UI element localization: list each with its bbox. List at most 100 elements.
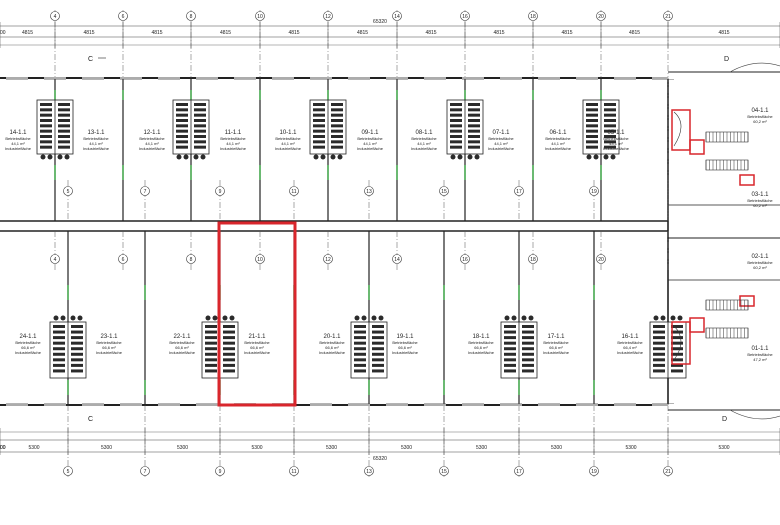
wc-block [172, 99, 210, 160]
svg-text:44,1 m²: 44,1 m² [551, 141, 565, 146]
structural-grid [54, 10, 669, 478]
grid-bubble: 14 [392, 11, 402, 21]
svg-text:15: 15 [441, 189, 447, 195]
top-bay-dimension: 4815 [629, 30, 640, 36]
top-bay-dimension: 4815 [151, 30, 162, 36]
section-marker-d-top: D [724, 56, 729, 63]
highlighted-unit-21-1-1[interactable] [217, 221, 297, 407]
svg-text:Industriefläche: Industriefläche [169, 350, 196, 355]
grid-bubble: 19 [589, 466, 599, 476]
svg-text:C: C [88, 416, 93, 423]
svg-text:Industriefläche: Industriefläche [220, 146, 247, 151]
grid-bubble: 18 [528, 254, 538, 264]
bottom-bay-dimension: 5300 [326, 445, 337, 451]
bottom-bay-dimension: 5300 [551, 445, 562, 451]
svg-text:66,6 m²: 66,6 m² [250, 345, 264, 350]
svg-text:44,1 m²: 44,1 m² [89, 141, 103, 146]
svg-text:Industriefläche: Industriefläche [543, 350, 570, 355]
grid-bubble: 9 [215, 466, 225, 476]
svg-text:19: 19 [591, 469, 597, 475]
svg-text:66,6 m²: 66,6 m² [474, 345, 488, 350]
svg-text:16: 16 [462, 257, 468, 263]
grid-bubble: 21 [663, 466, 673, 476]
svg-text:06-1.1: 06-1.1 [549, 130, 567, 136]
svg-text:14-1.1: 14-1.1 [9, 130, 27, 136]
svg-text:Industriefläche: Industriefläche [319, 350, 346, 355]
svg-text:02-1.1: 02-1.1 [751, 254, 769, 260]
svg-text:Industriefläche: Industriefläche [617, 350, 644, 355]
svg-text:5: 5 [67, 469, 70, 475]
wc-block [582, 99, 620, 160]
svg-text:Betriebsfläche: Betriebsfläche [411, 136, 437, 141]
svg-text:7: 7 [144, 189, 147, 195]
bottom-bay-dimension: 5300 [251, 445, 262, 451]
svg-text:12: 12 [325, 257, 331, 263]
bottom-bay-dimension: 5300 [625, 445, 636, 451]
svg-text:Betriebsfläche: Betriebsfläche [275, 136, 301, 141]
wc-block [49, 315, 87, 379]
svg-text:Betriebsfläche: Betriebsfläche [543, 340, 569, 345]
svg-text:4: 4 [54, 257, 57, 263]
grid-bubble: 20 [596, 254, 606, 264]
grid-bubble: 4 [50, 11, 60, 21]
wc-block [350, 315, 388, 379]
overall-dimension-bottom: 65320 [373, 456, 387, 462]
grid-bubble: 16 [460, 254, 470, 264]
svg-text:21: 21 [665, 469, 671, 475]
svg-text:66,6 m²: 66,6 m² [398, 345, 412, 350]
svg-text:13: 13 [366, 469, 372, 475]
grid-bubble: 12 [323, 11, 333, 21]
grid-bubble: 8 [186, 254, 196, 264]
svg-text:66,6 m²: 66,6 m² [549, 345, 563, 350]
svg-text:20: 20 [598, 257, 604, 263]
svg-text:Betriebsfläche: Betriebsfläche [5, 136, 31, 141]
svg-text:23-1.1: 23-1.1 [100, 334, 118, 340]
top-bay-dimension: 4815 [220, 30, 231, 36]
svg-text:6: 6 [122, 14, 125, 20]
section-marker-c-top: C [88, 56, 106, 63]
grid-bubble: 11 [289, 466, 299, 476]
svg-text:Industriefläche: Industriefläche [603, 146, 630, 151]
top-bay-dimension: 4815 [425, 30, 436, 36]
overall-dimension-top: 65320 [373, 19, 387, 25]
svg-text:18: 18 [530, 257, 536, 263]
svg-text:Industriefläche: Industriefläche [411, 146, 438, 151]
grid-bubble: 10 [255, 11, 265, 21]
bottom-bay-dimension: 5300 [177, 445, 188, 451]
stair-core-lower [671, 295, 755, 365]
svg-text:Betriebsfläche: Betriebsfläche [169, 340, 195, 345]
grid-bubble: 4 [50, 254, 60, 264]
svg-text:D: D [724, 56, 729, 63]
sanitary-cores [36, 99, 687, 379]
svg-text:20-1.1: 20-1.1 [323, 334, 341, 340]
svg-text:13: 13 [366, 189, 372, 195]
svg-text:13-1.1: 13-1.1 [87, 130, 105, 136]
svg-text:Industriefläche: Industriefläche [488, 146, 515, 151]
svg-text:60,2 m²: 60,2 m² [753, 265, 767, 270]
svg-text:Betriebsfläche: Betriebsfläche [220, 136, 246, 141]
svg-text:03-1.1: 03-1.1 [751, 192, 769, 198]
svg-text:60,2 m²: 60,2 m² [753, 203, 767, 208]
svg-text:44,1 m²: 44,1 m² [494, 141, 508, 146]
svg-text:21-1.1: 21-1.1 [248, 334, 266, 340]
svg-text:08-1.1: 08-1.1 [415, 130, 433, 136]
svg-text:15: 15 [441, 469, 447, 475]
svg-text:01-1.1: 01-1.1 [751, 346, 769, 352]
svg-text:44,1 m²: 44,1 m² [226, 141, 240, 146]
svg-text:9: 9 [219, 469, 222, 475]
svg-text:05-1.1: 05-1.1 [607, 130, 625, 136]
svg-text:Betriebsfläche: Betriebsfläche [139, 136, 165, 141]
grid-bubble: 10 [255, 254, 265, 264]
svg-text:Betriebsfläche: Betriebsfläche [392, 340, 418, 345]
bottom-bay-dimension: 5300 [101, 445, 112, 451]
